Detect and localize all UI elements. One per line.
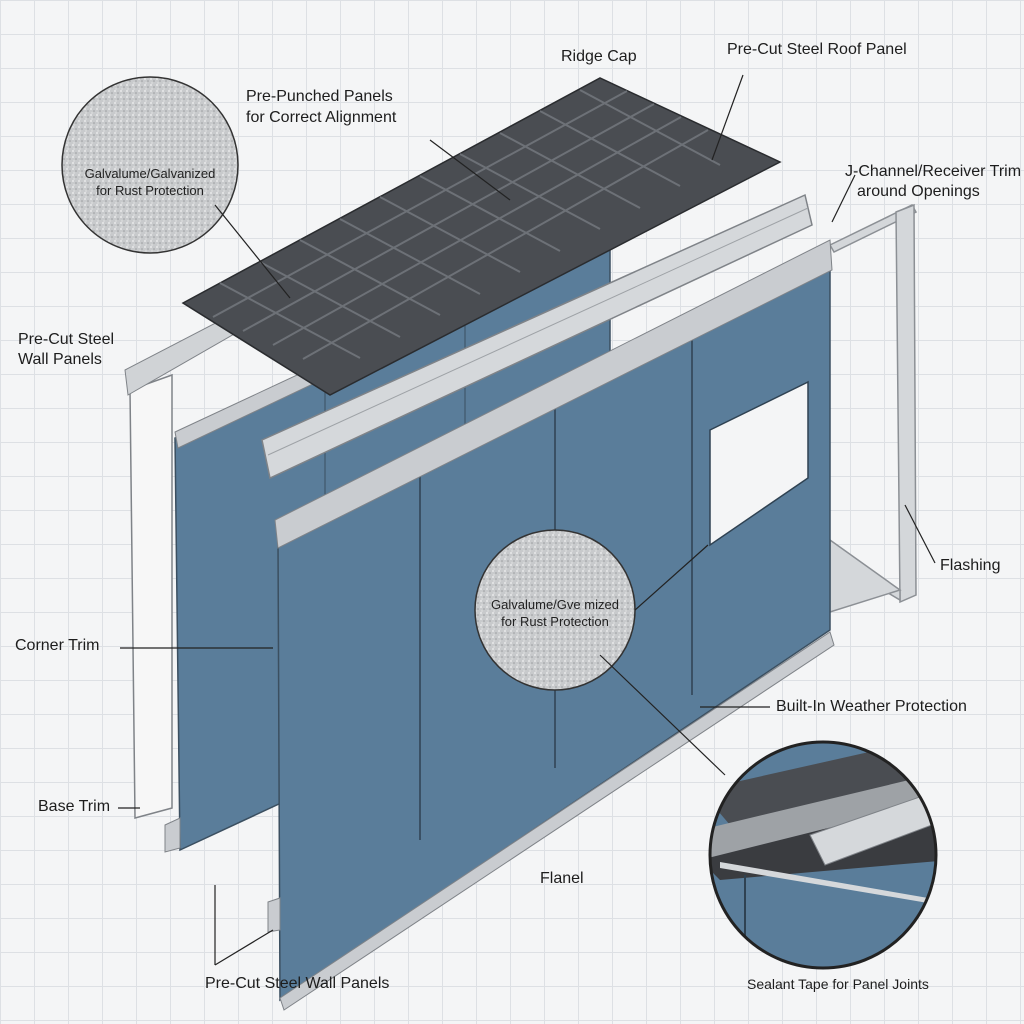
label-pre-punched-1: Pre-Punched Panels: [246, 88, 393, 105]
callout-mid-line2: for Rust Protection: [501, 614, 609, 629]
window-opening: [709, 380, 809, 547]
label-wall-panels-top-2: Wall Panels: [18, 351, 102, 368]
callout-top-line2: for Rust Protection: [96, 183, 204, 198]
roof-panel: [181, 77, 782, 396]
sealant-inset: [710, 742, 936, 968]
label-roof-panel: Pre-Cut Steel Roof Panel: [727, 41, 907, 58]
label-sealant: Sealant Tape for Panel Joints: [747, 976, 929, 992]
corner-trim: [129, 373, 173, 819]
label-weather: Built-In Weather Protection: [776, 698, 967, 715]
label-flanel: Flanel: [540, 870, 584, 887]
leader-lines: [118, 74, 936, 966]
callout-top-line1: Galvalume/Galvanized: [84, 166, 216, 181]
label-ridge-cap: Ridge Cap: [561, 48, 637, 65]
base-trim: [164, 817, 181, 853]
callout-mid-text: Galvalume/Gve mized for Rust Protection: [475, 596, 635, 630]
label-corner-trim: Corner Trim: [15, 637, 100, 654]
callout-top-text: Galvalume/Galvanized for Rust Protection: [62, 165, 238, 199]
label-wall-panels-bottom: Pre-Cut Steel Wall Panels: [205, 975, 390, 992]
label-j-channel-2: around Openings: [857, 183, 980, 200]
label-wall-panels-top-1: Pre-Cut Steel: [18, 331, 115, 348]
label-flashing: Flashing: [940, 557, 1001, 574]
label-base-trim: Base Trim: [38, 798, 111, 815]
label-pre-punched-2: for Correct Alignment: [246, 109, 397, 126]
galvalume-callout-top: [61, 76, 239, 254]
callout-mid-line1: Galvalume/Gve mized: [491, 597, 619, 612]
label-j-channel-1: J-Channel/Receiver Trim: [845, 163, 1022, 180]
ridge-cap: [261, 193, 813, 480]
